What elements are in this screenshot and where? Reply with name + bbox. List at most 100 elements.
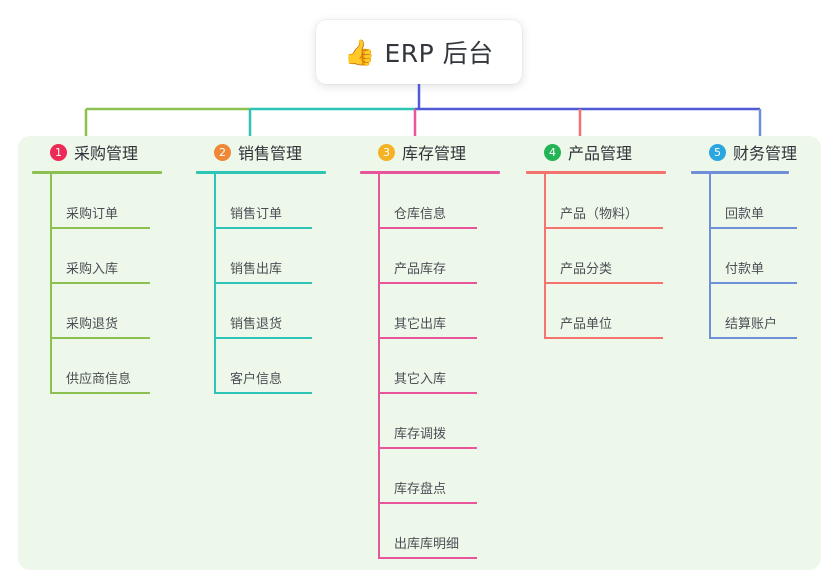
branch-children: 产品（物料） 产品分类产品单位 (526, 174, 696, 339)
branch-item-underline (378, 557, 477, 559)
branch-item[interactable]: 产品库存 (378, 229, 530, 284)
branch-title: 库存管理 (402, 144, 467, 163)
branch-item-underline (50, 392, 150, 394)
branch-item[interactable]: 产品（物料） (544, 174, 696, 229)
branch-item-label: 客户信息 (230, 372, 283, 388)
branch-number-badge: 5 (709, 143, 726, 161)
branch-item-underline (214, 227, 312, 229)
root-node-card[interactable]: 👍 ERP 后台 (316, 20, 522, 84)
branch-item-label: 销售出库 (230, 262, 283, 278)
branch-spine (50, 174, 52, 394)
branch-item[interactable]: 结算账户 (709, 284, 819, 339)
branch-number-badge: 4 (544, 143, 561, 161)
branch-header-5[interactable]: 5 财务管理 (691, 136, 819, 168)
branch-children: 仓库信息产品库存其它出库其它入库库存调拨库存盘点出库库明细 (360, 174, 530, 559)
branch-item[interactable]: 仓库信息 (378, 174, 530, 229)
branch-item-underline (709, 227, 797, 229)
branch-item-label: 仓库信息 (394, 207, 447, 223)
branch-item[interactable]: 付款单 (709, 229, 819, 284)
branch-item-label: 付款单 (725, 262, 765, 278)
branch-title: 销售管理 (238, 144, 303, 163)
branch-item-underline (378, 502, 477, 504)
branch-item-underline (709, 337, 797, 339)
branch-spine (709, 174, 711, 339)
branch-item-underline (378, 227, 477, 229)
branch-item[interactable]: 其它出库 (378, 284, 530, 339)
branch-underline (196, 171, 326, 174)
branch-header-4[interactable]: 4 产品管理 (526, 136, 696, 168)
branch-item-underline (709, 282, 797, 284)
branch-item-underline (378, 282, 477, 284)
branch-children: 销售订单销售出库销售退货客户信息 (196, 174, 356, 394)
branch-item-underline (214, 337, 312, 339)
branch-item[interactable]: 库存盘点 (378, 449, 530, 504)
branch-item[interactable]: 销售出库 (214, 229, 356, 284)
branch-children: 采购订单采购入库采购退货供应商信息 (32, 174, 192, 394)
branch-number-badge: 1 (50, 143, 67, 161)
branch-item-label: 库存盘点 (394, 482, 447, 498)
branch-item-label: 结算账户 (725, 317, 778, 333)
branch-column-3: 3 库存管理仓库信息产品库存其它出库其它入库库存调拨库存盘点出库库明细 (360, 136, 530, 559)
branch-item[interactable]: 采购退货 (50, 284, 192, 339)
branch-item-label: 销售订单 (230, 207, 283, 223)
branch-spine (378, 174, 380, 559)
branch-number-badge: 3 (378, 143, 395, 161)
root-node-title: ERP 后台 (384, 39, 494, 68)
branch-item-label: 产品（物料） (560, 207, 639, 223)
branch-spine (544, 174, 546, 339)
branch-item-label: 库存调拨 (394, 427, 447, 443)
branch-item-underline (378, 337, 477, 339)
branch-column-5: 5 财务管理回款单付款单结算账户 (691, 136, 819, 339)
branch-item-label: 出库库明细 (394, 537, 460, 553)
branch-underline (360, 171, 500, 174)
branch-number-badge: 2 (214, 143, 231, 161)
branch-item-label: 回款单 (725, 207, 765, 223)
branch-item-label: 产品分类 (560, 262, 613, 278)
branch-column-4: 4 产品管理产品（物料） 产品分类产品单位 (526, 136, 696, 339)
branch-item-underline (544, 227, 663, 229)
branch-header-3[interactable]: 3 库存管理 (360, 136, 530, 168)
branch-item-label: 采购入库 (66, 262, 119, 278)
branch-title: 财务管理 (733, 144, 798, 163)
branch-item-label: 其它入库 (394, 372, 447, 388)
branch-item[interactable]: 采购订单 (50, 174, 192, 229)
branch-item-underline (214, 282, 312, 284)
branch-item[interactable]: 采购入库 (50, 229, 192, 284)
branch-item-label: 销售退货 (230, 317, 283, 333)
branch-item[interactable]: 产品单位 (544, 284, 696, 339)
branch-item-underline (50, 282, 150, 284)
branch-item[interactable]: 出库库明细 (378, 504, 530, 559)
branch-item-underline (378, 392, 477, 394)
branch-underline (32, 171, 162, 174)
branch-header-2[interactable]: 2 销售管理 (196, 136, 356, 168)
branch-item-underline (50, 227, 150, 229)
branch-item-label: 采购退货 (66, 317, 119, 333)
thumbs-up-icon: 👍 (344, 37, 376, 67)
branch-item[interactable]: 客户信息 (214, 339, 356, 394)
branch-underline (526, 171, 666, 174)
branch-item-underline (378, 447, 477, 449)
branch-item-label: 其它出库 (394, 317, 447, 333)
branch-item[interactable]: 销售退货 (214, 284, 356, 339)
branch-title: 产品管理 (568, 144, 633, 163)
branch-item[interactable]: 其它入库 (378, 339, 530, 394)
branch-item[interactable]: 回款单 (709, 174, 819, 229)
branch-item-label: 产品单位 (560, 317, 613, 333)
branch-item[interactable]: 供应商信息 (50, 339, 192, 394)
branch-item[interactable]: 库存调拨 (378, 394, 530, 449)
branch-item[interactable]: 产品分类 (544, 229, 696, 284)
branch-item-underline (544, 282, 663, 284)
branch-item-label: 采购订单 (66, 207, 119, 223)
branch-item[interactable]: 销售订单 (214, 174, 356, 229)
branch-children: 回款单付款单结算账户 (691, 174, 819, 339)
branch-item-underline (214, 392, 312, 394)
branch-item-label: 供应商信息 (66, 372, 132, 388)
branch-item-underline (50, 337, 150, 339)
branch-column-2: 2 销售管理销售订单销售出库销售退货客户信息 (196, 136, 356, 394)
branch-item-label: 产品库存 (394, 262, 447, 278)
branch-spine (214, 174, 216, 394)
branch-item-underline (544, 337, 663, 339)
